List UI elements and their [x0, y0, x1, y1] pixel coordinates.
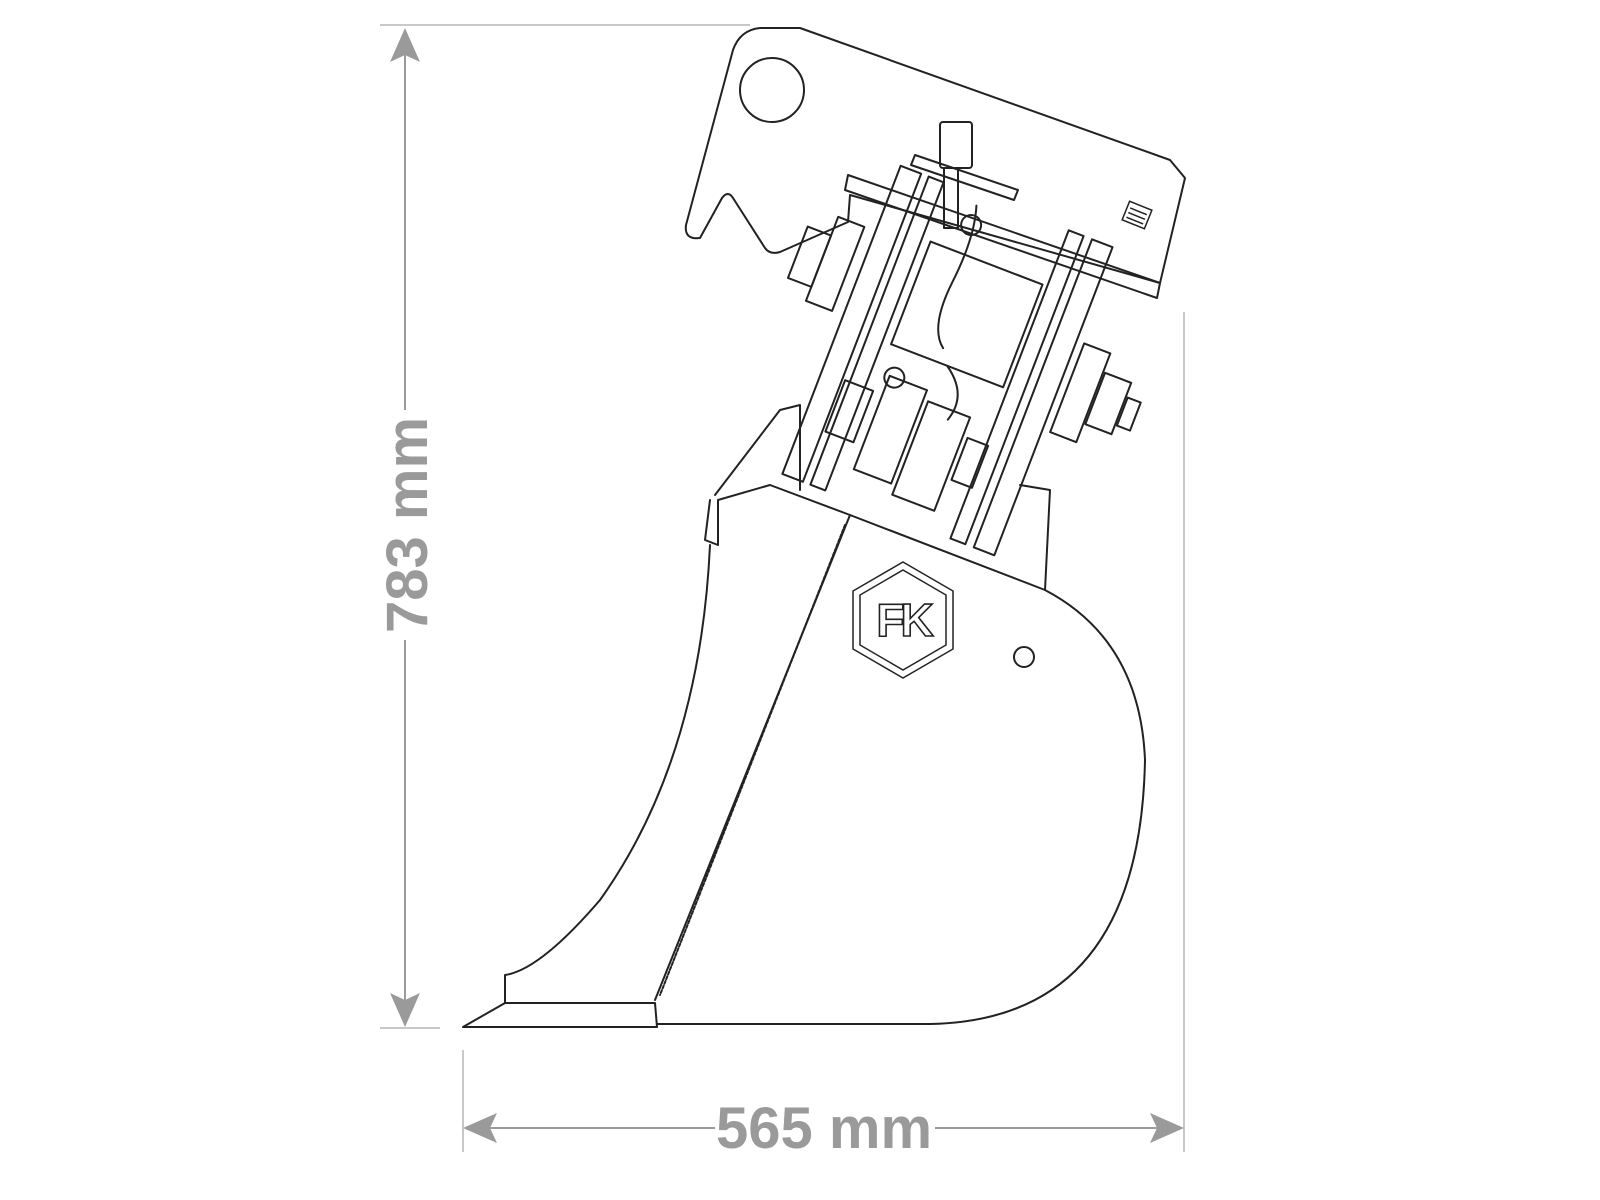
fk-logo: FK: [852, 561, 954, 679]
label-plate-icon: [1121, 200, 1153, 230]
height-dimension: 783 mm: [375, 24, 750, 1029]
cutting-edge: [462, 1002, 658, 1028]
logo-text: FK: [876, 594, 933, 646]
arrow-up-icon: [390, 28, 420, 62]
width-dimension: 565 mm: [462, 312, 1185, 1161]
hose-fitting-icon: [960, 214, 983, 237]
height-label: 783 mm: [375, 417, 440, 633]
lifting-hole-icon: [1013, 646, 1035, 668]
quick-coupler: [684, 27, 1186, 299]
arrow-right-icon: [1150, 1113, 1184, 1143]
bucket-body: FK: [462, 404, 1146, 1028]
mounting-plate: [844, 174, 1161, 299]
hose-fitting-icon: [883, 366, 906, 389]
arrow-down-icon: [390, 993, 420, 1027]
tilt-mechanism: [781, 164, 1142, 557]
arrow-left-icon: [463, 1113, 497, 1143]
pivot-pin-icon: [739, 57, 805, 123]
bolt-assembly: [910, 121, 1019, 229]
width-label: 565 mm: [716, 1096, 932, 1161]
